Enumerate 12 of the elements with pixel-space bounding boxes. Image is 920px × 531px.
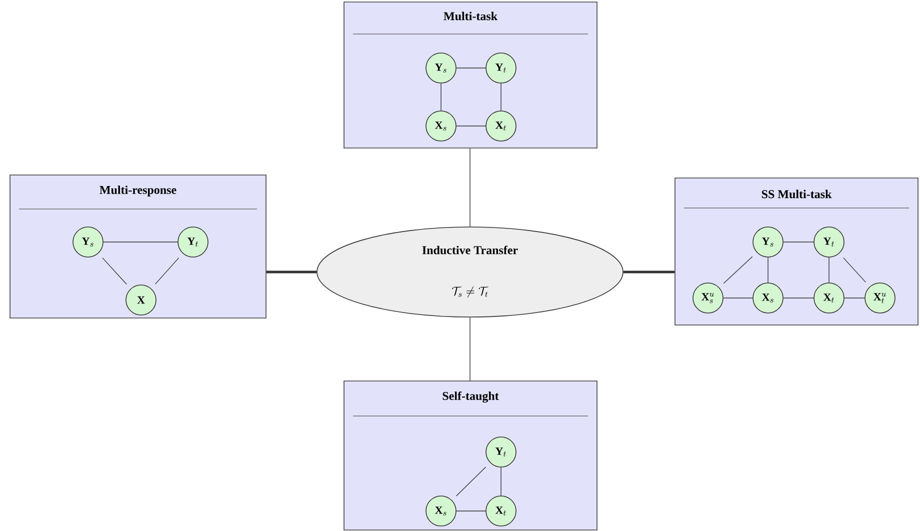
connector-line <box>456 466 486 496</box>
connector-line <box>623 270 675 274</box>
connector-line <box>843 257 866 283</box>
connector-line <box>828 257 830 283</box>
connector-line <box>266 270 317 274</box>
connector-line <box>102 257 127 285</box>
connector-line <box>456 510 486 512</box>
connector-line <box>723 256 753 284</box>
connector-line <box>440 83 442 111</box>
connector-line <box>500 467 502 496</box>
connector-line <box>154 258 180 284</box>
connector-line <box>500 83 502 111</box>
